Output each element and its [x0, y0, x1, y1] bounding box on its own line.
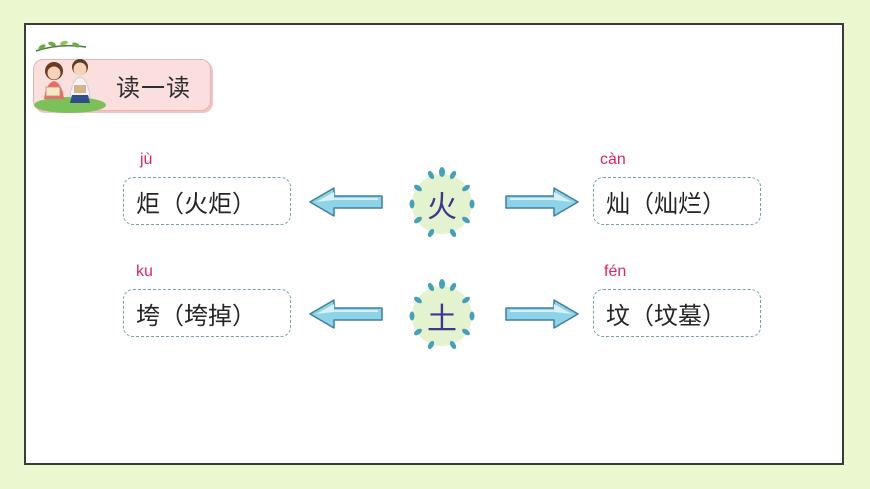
word-box-fen: 坟（坟墓）	[593, 289, 761, 337]
slide-frame: 读一读 jù 炬（火炬）	[24, 23, 844, 465]
arrow-right-icon	[505, 187, 579, 217]
pinyin-ju: jù	[140, 151, 153, 168]
leaf-wreath-icon	[409, 279, 475, 350]
arrow-right-icon	[505, 299, 579, 329]
pinyin-fen: fén	[604, 263, 627, 280]
arrow-left-icon	[309, 187, 383, 217]
page-title: 读一读	[116, 74, 191, 102]
leaf-wreath-icon	[409, 167, 475, 238]
pinyin-can: càn	[600, 151, 626, 168]
word-box-can: 灿（灿烂）	[593, 177, 761, 225]
children-reading-illustration	[34, 40, 106, 113]
word-box-ju: 炬（火炬）	[123, 177, 291, 225]
arrow-left-icon	[309, 299, 383, 329]
pinyin-ku: ku	[136, 263, 153, 280]
radical-fire: 火	[427, 190, 457, 225]
word-box-ku: 垮（垮掉）	[123, 289, 291, 337]
radical-earth: 土	[427, 302, 457, 337]
